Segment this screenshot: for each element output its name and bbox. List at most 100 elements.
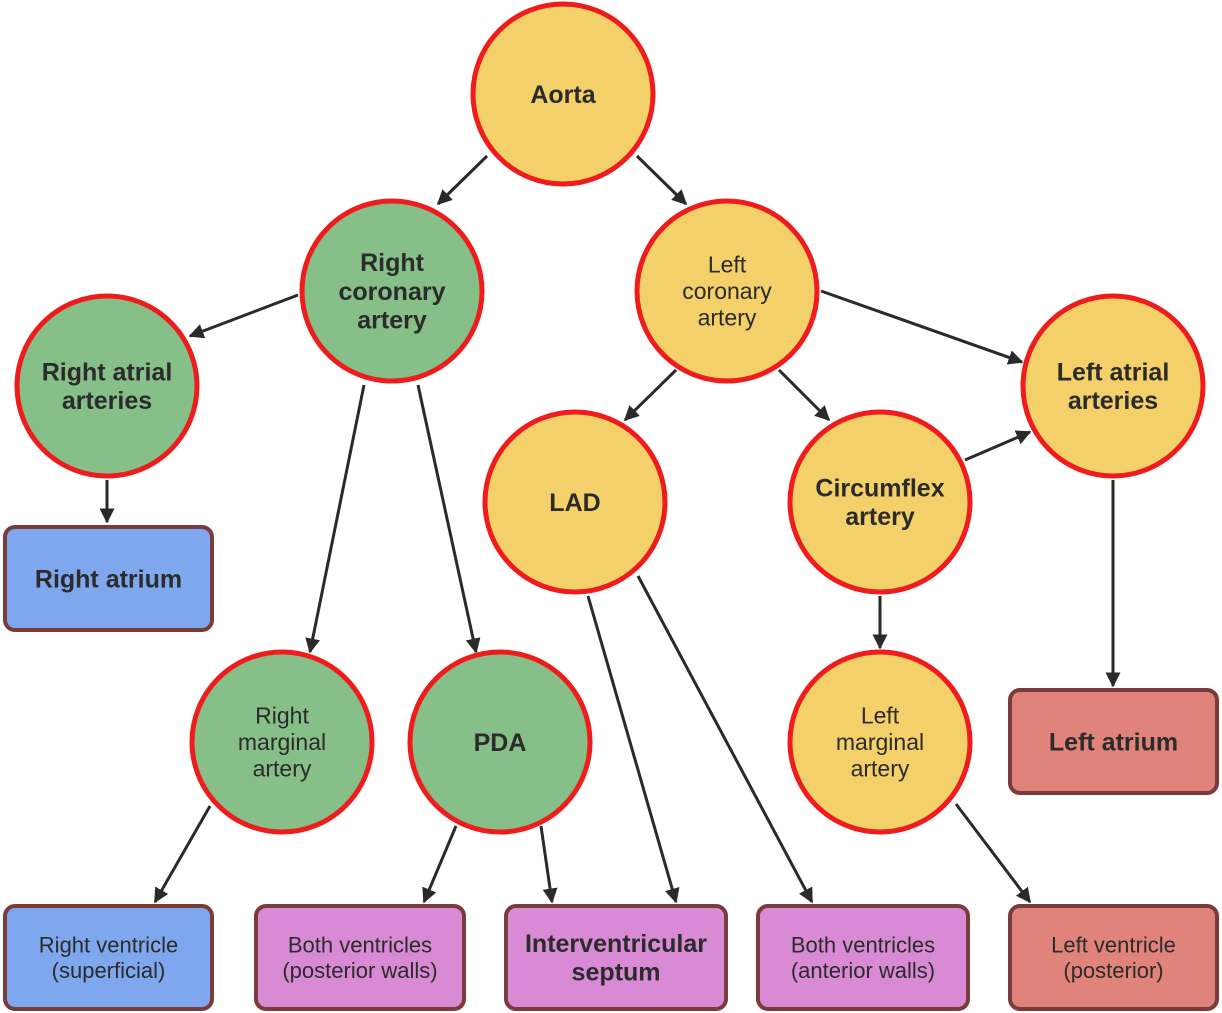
edges-layer — [99, 154, 1121, 904]
node-bvp: Both ventricles(posterior walls) — [254, 904, 466, 1011]
node-rma-label-line: marginal — [238, 729, 326, 755]
node-aorta-label: Aorta — [530, 81, 596, 109]
node-laa-label-line: Left atrial — [1057, 358, 1170, 386]
node-ra-label-line: Right atrium — [35, 565, 182, 593]
arrow-rca-to-raa — [188, 293, 299, 339]
node-lv-label-line: Left ventricle — [1051, 933, 1176, 958]
arrow-lad-to-ivs — [586, 595, 680, 904]
node-raa-label-line: Right atrial — [42, 358, 173, 386]
node-ra-label: Right atrium — [35, 565, 182, 593]
node-aorta: Aorta — [470, 1, 656, 187]
node-lv-label-line: (posterior) — [1063, 958, 1163, 983]
node-lv-label: Left ventricle(posterior) — [1051, 933, 1176, 983]
node-ivs-label-line: Interventricular — [525, 930, 707, 958]
node-bvp-label: Both ventricles(posterior walls) — [282, 933, 437, 983]
node-lv: Left ventricle(posterior) — [1008, 904, 1219, 1011]
arrow-cx-to-laa — [964, 430, 1032, 462]
node-lma-circle — [787, 649, 973, 835]
node-rv-box — [3, 904, 214, 1011]
arrow-rma-to-rv — [153, 805, 212, 904]
node-bvp-label-line: (posterior walls) — [282, 958, 437, 983]
node-bva: Both ventricles(anterior walls) — [756, 904, 970, 1011]
node-rv: Right ventricle(superficial) — [3, 904, 214, 1011]
node-raa-label-line: arteries — [62, 387, 152, 415]
node-la-label-line: Left atrium — [1049, 728, 1178, 756]
node-ivs-label-line: septum — [572, 959, 661, 987]
arrow-pda-to-bvp — [422, 825, 458, 904]
node-rca-label-line: artery — [357, 307, 427, 335]
node-rv-label: Right ventricle(superficial) — [39, 933, 178, 983]
node-la: Left atrium — [1008, 688, 1219, 795]
node-pda-circle — [407, 649, 593, 835]
arrow-lca-to-lad — [623, 368, 678, 422]
node-lca-circle — [634, 198, 820, 384]
node-lca-label-line: Left — [708, 252, 747, 278]
node-pda-label-line: PDA — [474, 729, 527, 757]
node-lad-label: LAD — [549, 489, 600, 517]
node-cx-label-line: artery — [845, 503, 915, 531]
node-rv-label-line: Right ventricle — [39, 933, 178, 958]
node-aorta-label-line: Aorta — [530, 81, 596, 109]
node-rca-label-line: coronary — [339, 278, 446, 306]
node-lma-label-line: marginal — [836, 729, 924, 755]
arrow-aorta-to-lca — [635, 154, 688, 206]
node-lad-label-line: LAD — [549, 489, 600, 517]
node-lca-label-line: artery — [698, 305, 757, 331]
node-lad: LAD — [482, 409, 668, 595]
node-bvp-box — [254, 904, 466, 1011]
node-ra-box — [3, 525, 214, 632]
node-bva-label-line: (anterior walls) — [791, 958, 935, 983]
arrow-pda-to-ivs — [539, 825, 558, 904]
arrow-lma-to-lv — [954, 803, 1032, 904]
arrow-aorta-to-rca — [436, 154, 489, 206]
node-ivs-box — [504, 904, 728, 1011]
node-rma-circle — [189, 649, 375, 835]
node-rv-label-line: (superficial) — [52, 958, 166, 983]
node-la-box — [1008, 688, 1219, 795]
node-lv-box — [1008, 904, 1219, 1011]
arrow-rca-to-rma — [305, 384, 366, 654]
node-rca-label-line: Right — [360, 249, 425, 277]
node-lma-label-line: Left — [861, 703, 900, 729]
arrow-lad-to-bva — [636, 575, 814, 904]
node-rca-circle — [299, 198, 485, 384]
node-pda-label: PDA — [474, 729, 527, 757]
arrow-lca-to-cx — [777, 368, 831, 422]
node-bva-label: Both ventricles(anterior walls) — [791, 933, 935, 983]
node-aorta-circle — [470, 1, 656, 187]
node-bvp-label-line: Both ventricles — [288, 933, 432, 958]
node-laa-label-line: arteries — [1068, 387, 1158, 415]
node-rma-label-line: artery — [253, 756, 312, 782]
node-cx-label-line: Circumflex — [815, 474, 944, 502]
node-bva-label-line: Both ventricles — [791, 933, 935, 958]
node-bva-box — [756, 904, 970, 1011]
node-lad-circle — [482, 409, 668, 595]
node-ra: Right atrium — [3, 525, 214, 632]
node-la-label: Left atrium — [1049, 728, 1178, 756]
node-raa-circle — [14, 293, 200, 479]
node-rma-label-line: Right — [255, 703, 309, 729]
node-pda: PDA — [407, 649, 593, 835]
node-lca-label-line: coronary — [682, 278, 772, 304]
arrow-rca-to-pda — [416, 384, 481, 654]
node-cx-circle — [787, 409, 973, 595]
node-laa-circle — [1020, 293, 1206, 479]
